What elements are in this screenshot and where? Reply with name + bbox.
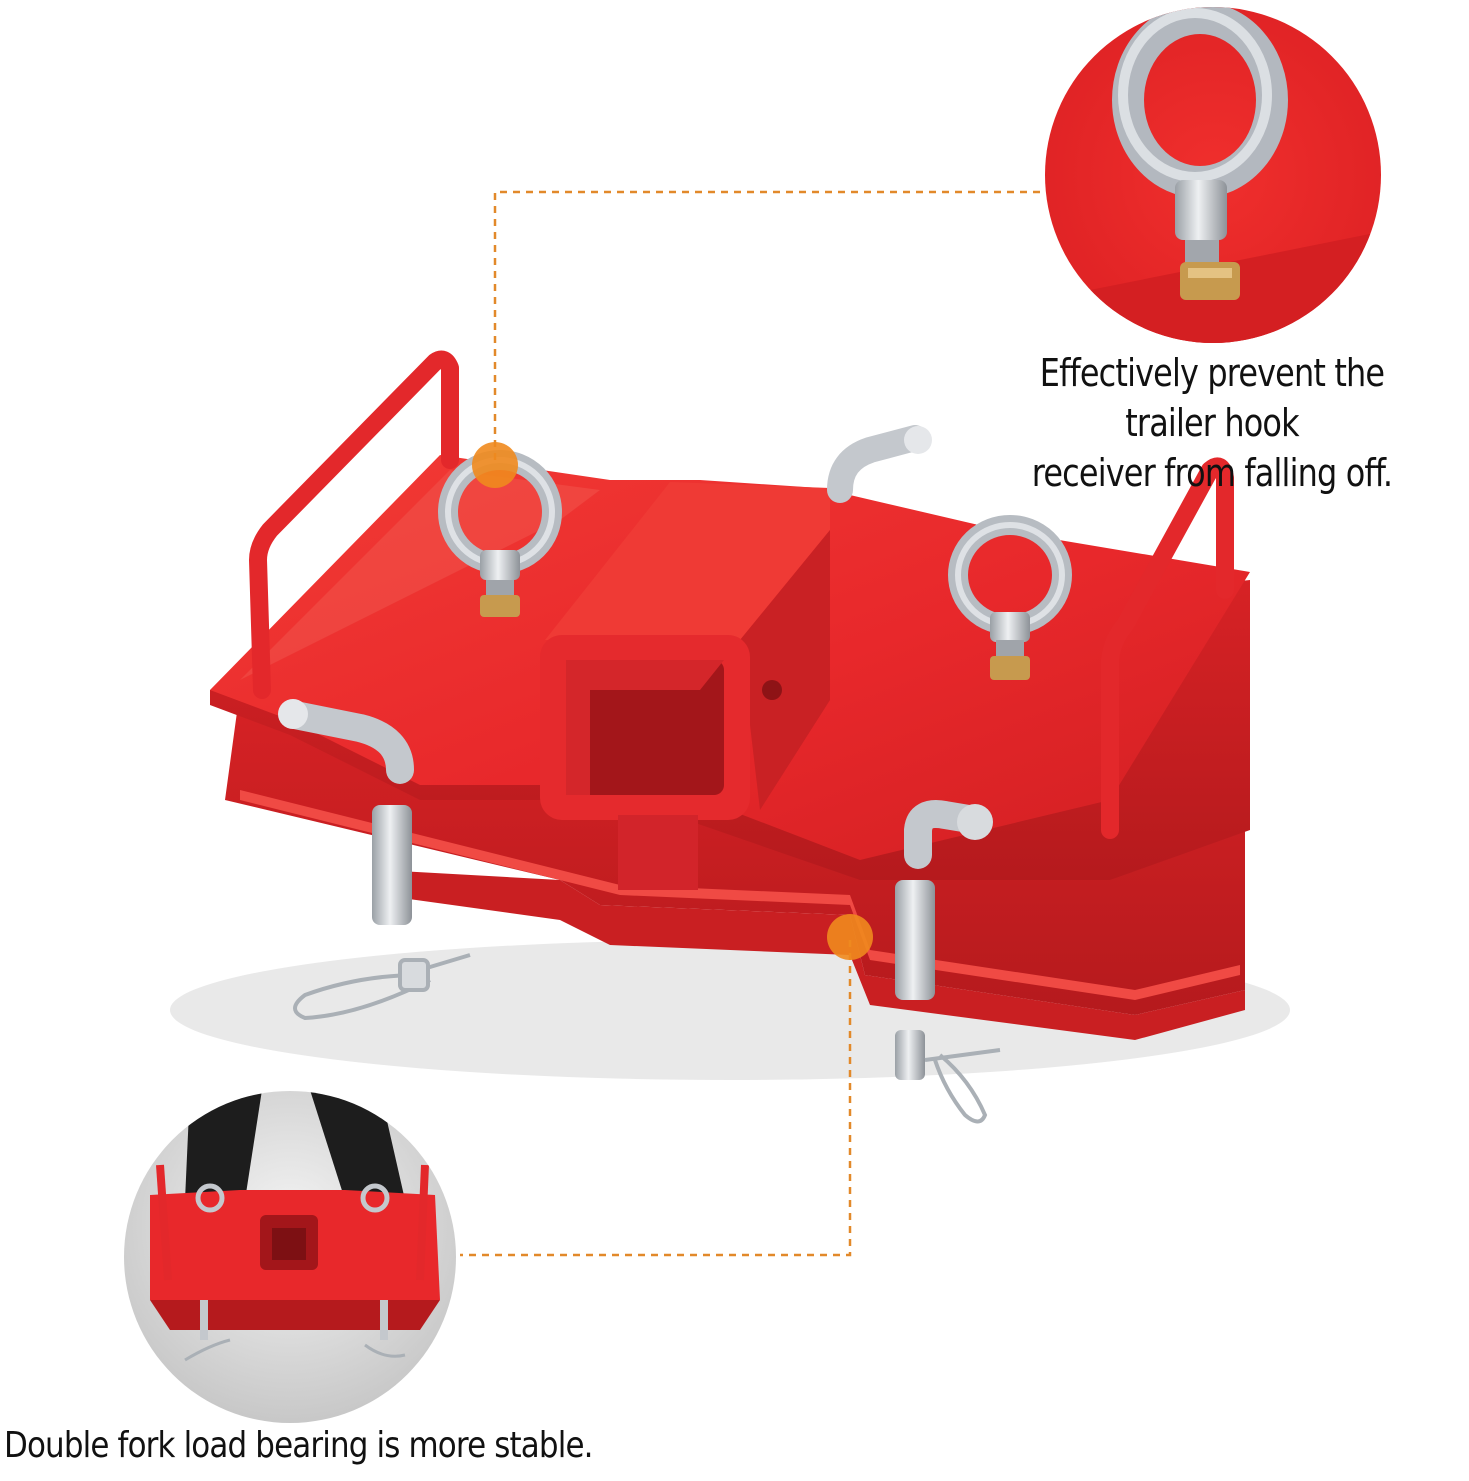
- callout-top-line-1: Effectively prevent the trailer hook: [1039, 351, 1385, 445]
- receiver-pin-hole: [762, 680, 782, 700]
- leader-line-bottom: [460, 940, 852, 1257]
- receiver-opening: [566, 660, 724, 795]
- support-pin-left: [372, 805, 412, 925]
- eye-bolt-right: [948, 515, 1072, 680]
- marker-dot-top: [472, 442, 518, 488]
- l-pin-left: [278, 699, 414, 784]
- lower-plate-edge: [380, 870, 1245, 1040]
- leader-lines: [460, 190, 1045, 1257]
- handle-right: [1101, 457, 1234, 839]
- hitch-clip-right: [924, 1048, 1001, 1124]
- marker-dot-bottom: [827, 914, 873, 960]
- hitch-clip-left: [293, 953, 471, 1021]
- receiver-inner-shade: [566, 660, 724, 795]
- detail-lens-eye-bolt: [1041, 3, 1385, 347]
- l-pin-right: [904, 800, 993, 869]
- l-pin-top-right: [827, 425, 932, 503]
- support-pin-right-lower: [895, 1030, 925, 1080]
- receiver-mount: [618, 815, 698, 890]
- upper-plate-highlight: [240, 470, 600, 680]
- callout-eye-bolt-caption: Effectively prevent the trailer hook rec…: [994, 348, 1431, 498]
- callout-fork-caption: Double fork load bearing is more stable.: [4, 1425, 593, 1466]
- callout-top-line-2: receiver from falling off.: [1031, 451, 1393, 495]
- fork-left: [185, 1091, 262, 1200]
- receiver-tube-side: [740, 530, 830, 810]
- support-pin-right: [895, 880, 935, 1000]
- receiver-tube-top: [545, 482, 830, 640]
- handle-left: [249, 350, 459, 699]
- fork-hitch-receiver: [210, 350, 1250, 1124]
- detail-lens-forklift: [120, 1087, 460, 1427]
- lower-plate-top: [240, 790, 1240, 1000]
- leader-line-top: [493, 190, 1045, 460]
